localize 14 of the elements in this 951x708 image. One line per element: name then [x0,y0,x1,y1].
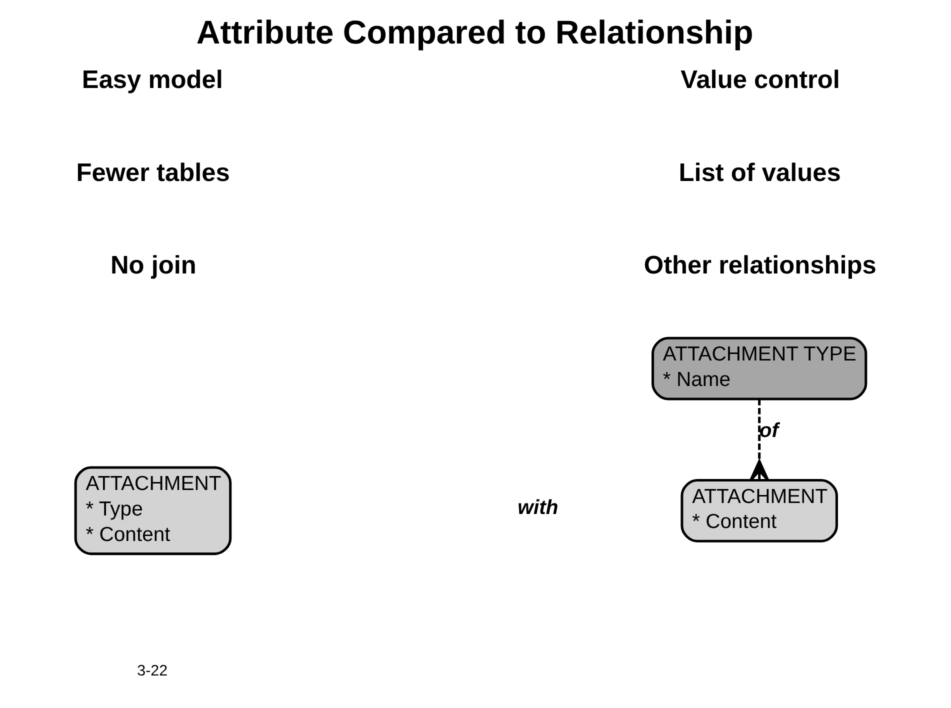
diagram-title: Attribute Compared to Relationship [196,14,754,51]
node-box: ATTACHMENT * Type * Content [74,466,232,556]
label: No join [110,251,196,280]
label: with [518,497,558,520]
label: 3-22 [137,662,168,680]
edge-label: of [759,420,778,442]
label: Fewer tables [76,158,230,187]
label: Value control [680,66,840,94]
connector [750,399,770,482]
label: List of values [678,158,841,187]
node-box: ATTACHMENT * Content [680,478,838,542]
label: Other relationships [644,251,876,280]
node-box: ATTACHMENT TYPE * Name [652,336,868,400]
label: Easy model [82,66,223,94]
